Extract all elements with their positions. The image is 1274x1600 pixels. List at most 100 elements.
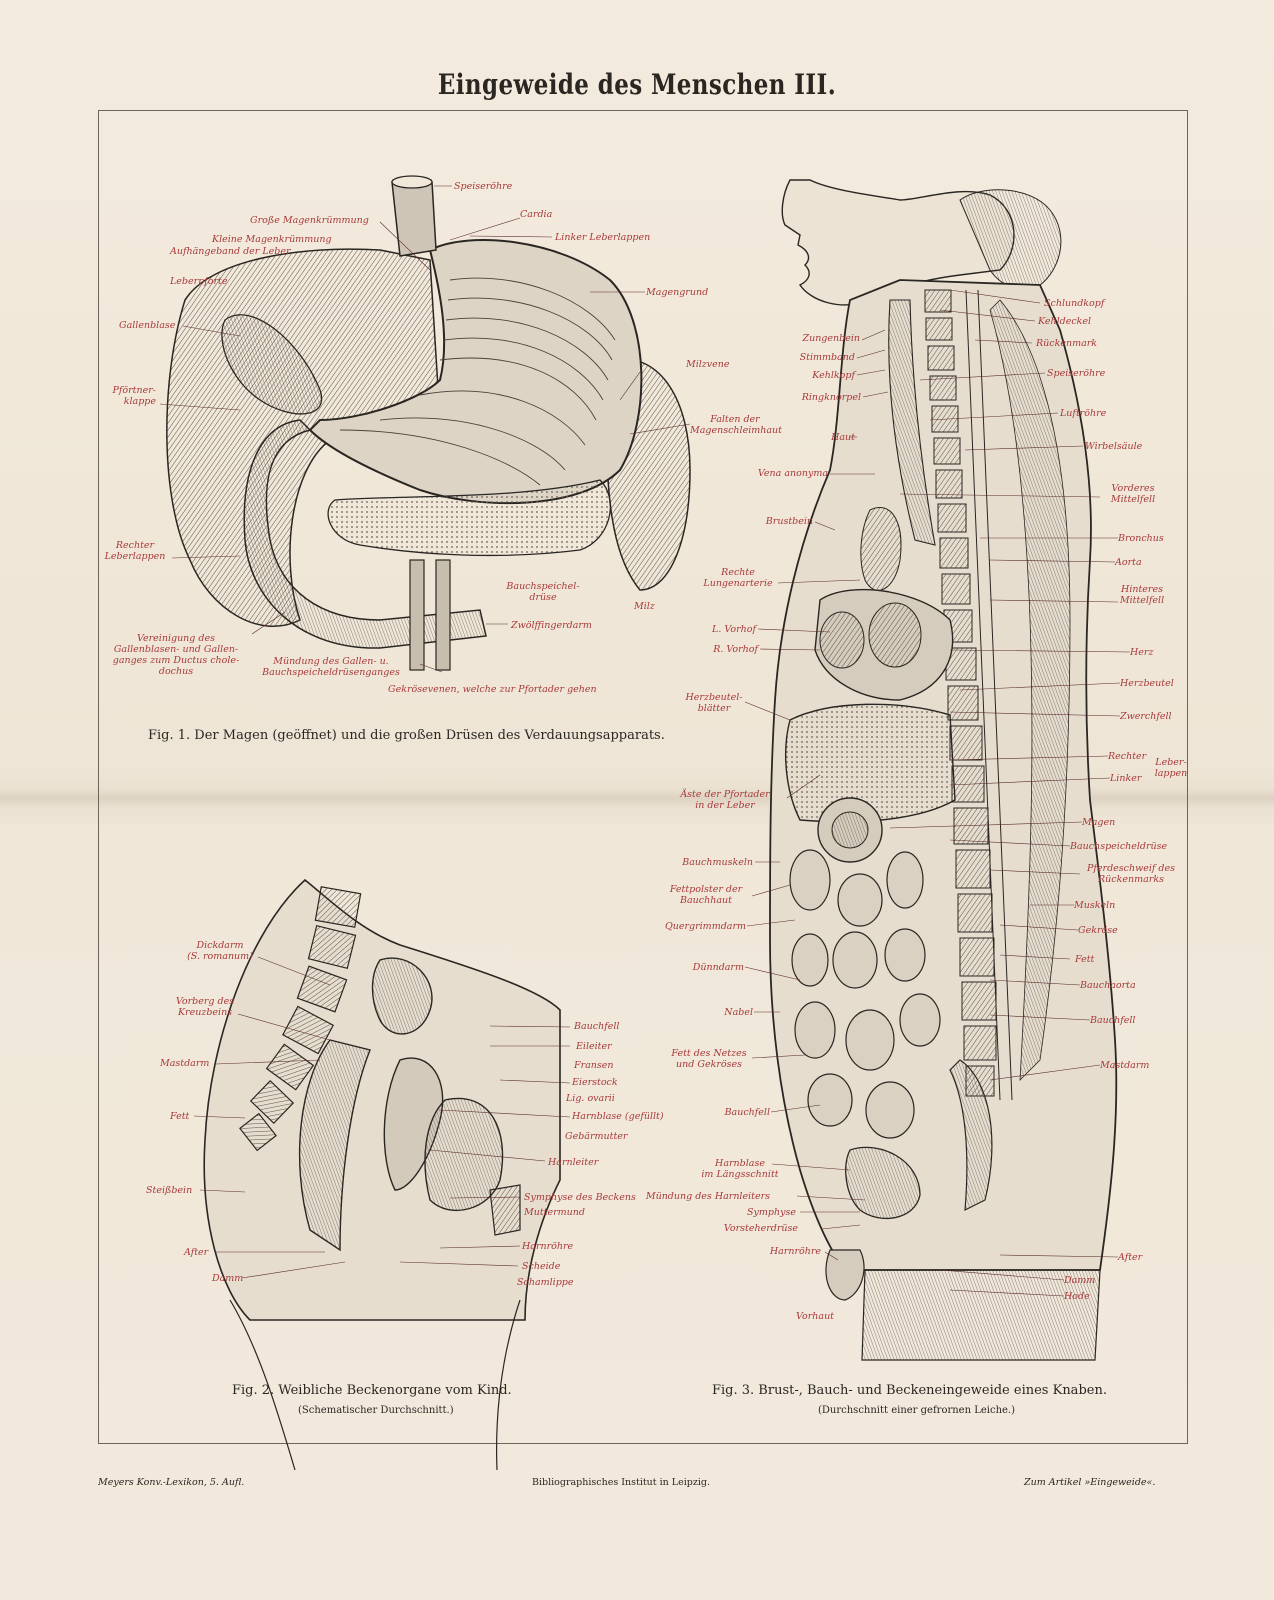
- label-symphyse-fig3: Symphyse: [747, 1207, 796, 1218]
- label-vereinigung-2: Gallenblasen- und Gallen-: [113, 644, 239, 655]
- label-haut: Haut: [831, 432, 855, 443]
- label-herzbeutel-1: Herzbeutel-: [685, 692, 743, 703]
- label-muskeln: Muskeln: [1074, 900, 1116, 911]
- label-vorsteherdruese: Vorsteherdrüse: [723, 1223, 798, 1234]
- fig1-drawing: [159, 175, 691, 673]
- label-fransen: Fransen: [574, 1060, 614, 1071]
- label-vereinigung-4: dochus: [158, 666, 194, 677]
- fig2-uterus: [383, 1057, 444, 1191]
- footer-center: Bibliographisches Institut in Leipzig.: [532, 1477, 710, 1488]
- label-kehldeckel: Kehldeckel: [1038, 316, 1092, 327]
- label-bauchmuskeln: Bauchmuskeln: [682, 857, 753, 868]
- label-eierstock: Eierstock: [572, 1077, 618, 1088]
- plate-frame: [98, 110, 1188, 1444]
- label-damm-fig3: Damm: [1064, 1275, 1096, 1286]
- label-vorberg-1: Vorberg des: [175, 996, 235, 1007]
- label-milzvene: Milzvene: [686, 359, 730, 370]
- label-rechte-1: Rechte: [721, 567, 755, 578]
- label-aeste-1: Äste der Pfortader: [680, 789, 770, 800]
- label-zwerchfell: Zwerchfell: [1120, 711, 1172, 722]
- label-gebaermutter: Gebärmutter: [565, 1131, 628, 1142]
- label-herz: Herz: [1130, 647, 1154, 658]
- label-nabel: Nabel: [724, 1007, 753, 1018]
- fig3-caption: Fig. 3. Brust-, Bauch- und Beckeneingewe…: [712, 1383, 1107, 1398]
- label-leberpforte: Leberpforte: [170, 276, 228, 287]
- label-symphyse: Symphyse des Beckens: [524, 1192, 636, 1203]
- fig3-bladder: [845, 1146, 921, 1220]
- label-rechter-2: Leberlappen: [104, 551, 166, 562]
- label-rueckenmark: Rückenmark: [1036, 338, 1098, 349]
- label-pferdeschweif-1: Pferdeschweif des: [1087, 863, 1175, 874]
- label-after: After: [184, 1247, 209, 1258]
- label-vorderes-1: Vorderes: [1111, 483, 1155, 494]
- label-speiseroehre-fig3: Speiseröhre: [1047, 368, 1106, 379]
- fig1-duodenum: [243, 419, 487, 649]
- label-aeste-2: in der Leber: [695, 800, 755, 811]
- label-linker-leberlappen-fig3: Linker: [1110, 773, 1142, 784]
- plate-title: Eingeweide des Menschen III.: [437, 68, 837, 101]
- fig1-gallbladder: [221, 314, 323, 415]
- label-fettpolster-2: Bauchhaut: [680, 895, 732, 906]
- label-cardia: Cardia: [520, 209, 553, 220]
- label-harnblase-2: im Längsschnitt: [701, 1169, 779, 1180]
- label-gekroese: Gekröse: [1078, 925, 1118, 936]
- label-vorhaut: Vorhaut: [796, 1311, 834, 1322]
- label-hinteres-2: Mittelfell: [1119, 595, 1165, 606]
- label-speiseroehre: Speiseröhre: [454, 181, 513, 192]
- label-damm: Damm: [212, 1273, 244, 1284]
- label-herzbeutel-2: blätter: [697, 703, 731, 714]
- fig1-pancreas: [327, 479, 612, 557]
- label-after-fig3: After: [1118, 1252, 1143, 1263]
- label-lig-ovarii: Lig. ovarii: [566, 1093, 615, 1104]
- label-bronchus: Bronchus: [1118, 533, 1164, 544]
- label-bauchfell: Bauchfell: [574, 1021, 620, 1032]
- label-gekroesevenen: Gekrösevenen, welche zur Pfortader gehen: [388, 684, 597, 695]
- label-harnroehre: Harnröhre: [522, 1241, 574, 1252]
- label-rechte-2: Lungenarterie: [703, 578, 773, 589]
- label-fett: Fett: [170, 1111, 190, 1122]
- label-rechter-1: Rechter: [115, 540, 155, 551]
- footer-right: Zum Artikel »Eingeweide«.: [1024, 1477, 1156, 1488]
- label-rechter-leberlappen: Rechter: [1108, 751, 1147, 762]
- label-brustbein: Brustbein: [765, 516, 813, 527]
- label-falten-2: Magenschleimhaut: [690, 425, 782, 436]
- label-fett-netz-2: und Gekröses: [676, 1059, 742, 1070]
- fig2-colon: [371, 957, 433, 1035]
- label-harnblase: Harnblase (gefüllt): [572, 1111, 664, 1122]
- label-pferdeschweif-2: Rückenmarks: [1098, 874, 1164, 885]
- label-l-vorhof: L. Vorhof: [712, 624, 756, 635]
- label-gallenblase: Gallenblase: [119, 320, 176, 331]
- label-duenndarm: Dünndarm: [692, 962, 744, 973]
- label-eileiter: Eileiter: [576, 1041, 612, 1052]
- label-magen: Magen: [1082, 817, 1116, 828]
- fig3-intestines: [789, 849, 941, 1139]
- label-wirbelsaeule: Wirbelsäule: [1085, 441, 1143, 452]
- label-harnleiter: Harnleiter: [548, 1157, 599, 1168]
- fig1-caption: Fig. 1. Der Magen (geöffnet) und die gro…: [148, 728, 665, 743]
- label-muendung-harnleiter: Mündung des Harnleiters: [645, 1191, 770, 1202]
- label-fett-netz-1: Fett des Netzes: [671, 1048, 747, 1059]
- label-kleine-magenkruemmung: Kleine Magenkrümmung: [212, 234, 332, 245]
- label-muendung-1: Mündung des Gallen- u.: [273, 656, 389, 667]
- label-zwoelffingerdarm: Zwölffingerdarm: [511, 620, 592, 631]
- label-linker-leberlappen: Linker Leberlappen: [555, 232, 651, 243]
- label-muttermund: Muttermund: [524, 1207, 585, 1218]
- label-bauchspeichel-1: Bauchspeichel-: [506, 581, 580, 592]
- label-magengrund: Magengrund: [646, 287, 709, 298]
- fig2-drawing: [193, 878, 571, 1471]
- fig3-spine: [924, 289, 997, 1097]
- fig1-esophagus: [391, 181, 437, 257]
- fig2-caption: Fig. 2. Weibliche Beckenorgane vom Kind.: [232, 1383, 512, 1398]
- label-bauchspeichel-2: drüse: [529, 592, 557, 603]
- label-bauchspeicheldruese: Bauchspeicheldrüse: [1070, 841, 1168, 852]
- fig3-liver: [784, 703, 956, 823]
- label-harnblase-1: Harnblase: [715, 1158, 765, 1169]
- label-muendung-2: Bauchspeicheldrüsenganges: [262, 667, 400, 678]
- fig2-symphysis: [489, 1184, 521, 1236]
- label-kehlkopf: Kehlkopf: [812, 370, 855, 381]
- label-vorderes-2: Mittelfell: [1110, 494, 1156, 505]
- label-aufhaengeband: Aufhängeband der Leber: [170, 246, 291, 257]
- label-dickdarm-2: (S. romanum): [187, 951, 253, 962]
- label-vorberg-2: Kreuzbeins: [177, 1007, 233, 1018]
